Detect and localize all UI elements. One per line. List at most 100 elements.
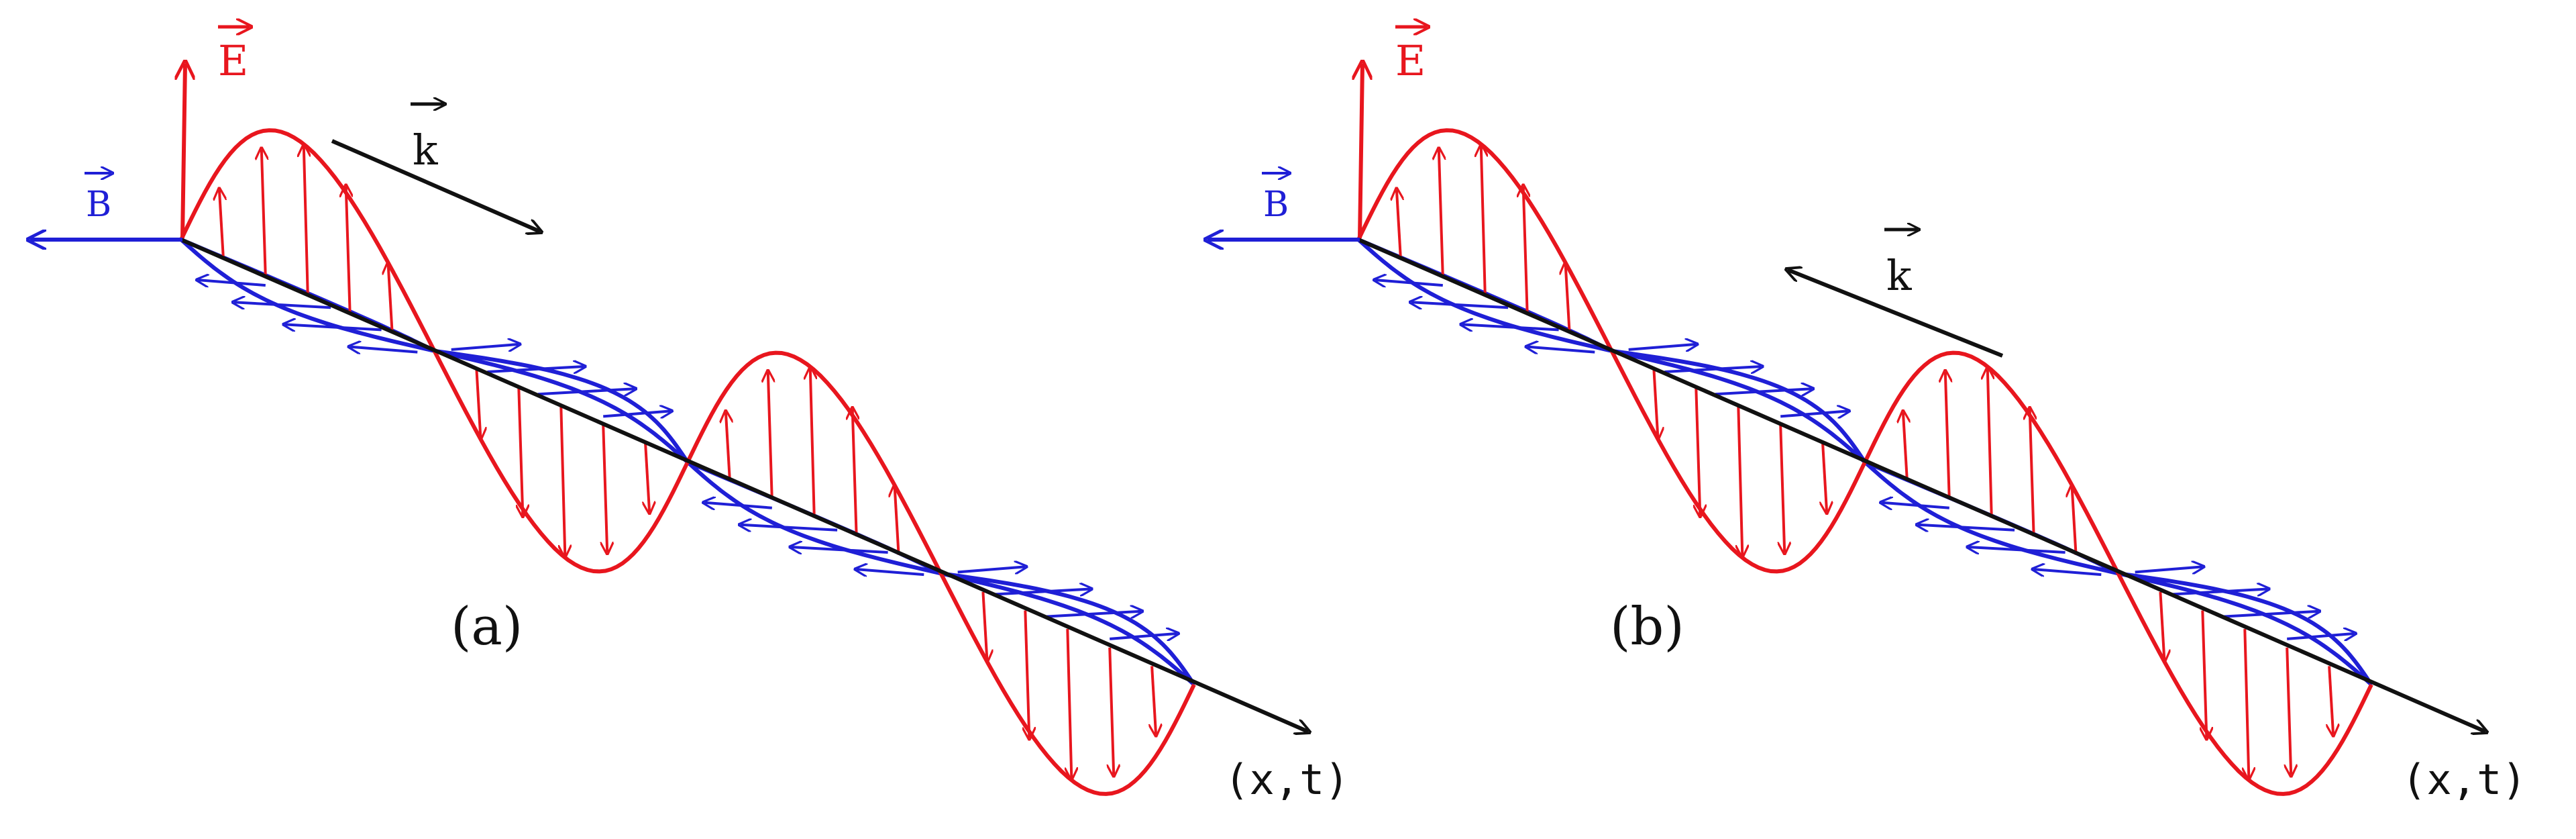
e-field-vector [1823,443,1827,512]
e-field-vector [1025,610,1029,738]
e-field-vector [1696,387,1700,515]
b-field-vector [704,503,772,508]
propagation-axis [180,238,1308,732]
b-field-vector [350,347,418,352]
b-field-vector [2171,589,2267,595]
k-label: k [1886,251,1912,300]
e-field-vector [645,443,649,512]
e-field-vector [768,372,772,499]
e-field-vector [346,187,350,314]
b-field-vector [741,525,838,530]
panel-b: E B k (b) (x,t) [1208,27,2527,804]
e-field-vector [1654,369,1658,438]
b-field-vector [994,589,1090,595]
e-field-vector [519,387,523,515]
b-field-vector [451,344,519,350]
e-label: E [218,36,248,85]
b-field-vector [2287,634,2355,639]
e-axis-arrow [1360,64,1362,239]
e-field-vector [603,425,607,552]
e-field-vector [388,264,392,333]
propagation-axis [1357,238,2485,732]
e-field-vector [2329,666,2333,734]
e-field-vector [983,591,987,660]
axis-label: (x,t) [1224,755,1350,804]
e-field-lobe [179,128,437,352]
e-field-vector [2030,409,2034,537]
e-field-vector [1738,406,1742,556]
e-field-waves [179,128,1196,796]
e-field-vector [561,406,565,556]
b-field-vector [2221,611,2318,617]
e-label: E [1395,36,1426,85]
e-field-lobe [1609,350,1867,574]
b-field-vector [537,389,635,394]
e-field-vector [2287,647,2291,775]
k-vector-arrow [331,139,540,232]
e-field-vector [1780,425,1784,552]
e-field-lobe [1863,350,2121,575]
e-field-vector [1439,149,1443,277]
b-field-vector [1411,302,1509,307]
b-label: B [86,185,111,225]
panel-a: E B k (a) (x,t) [30,27,1350,804]
e-field-lobe [686,350,943,575]
e-field-vector [1110,647,1114,775]
b-field-vector [2034,569,2102,575]
e-field-vector [1481,146,1485,295]
b-field-vector [857,569,924,575]
panel-caption: (a) [451,597,523,657]
e-field-lobe [1356,128,1614,352]
b-field-vector [487,366,584,372]
b-field-vector [198,280,266,285]
e-field-vector [1945,372,1949,499]
e-field-lobe [938,572,1196,796]
b-field-vector [1375,280,1443,285]
k-vector-arrow [1788,270,2004,358]
e-field-lobe [2116,572,2373,796]
b-field-vector [603,411,671,416]
panel-caption: (b) [1610,597,1684,657]
b-label: B [1263,185,1289,225]
e-field-vector [1903,412,1907,481]
e-field-vector [726,412,730,481]
e-field-vector [1523,187,1527,314]
e-field-vector [304,146,308,295]
b-field-vector [1110,634,1177,639]
b-field-vector [1968,547,2065,552]
b-field-vector [1780,411,1848,416]
b-field-vector [1044,611,1141,617]
b-field-vector [1628,344,1697,350]
b-field-vector [1664,366,1761,372]
b-field-vector [1882,503,1949,508]
e-field-waves [1356,128,2373,796]
e-field-vector [476,369,480,438]
e-field-vector [895,487,899,555]
e-field-vector [1152,666,1156,734]
b-field-vector [1715,389,1812,394]
b-field-vector [791,547,888,552]
e-field-vector [1566,264,1570,333]
e-field-vector [1067,629,1071,778]
b-field-vector [1462,324,1559,330]
e-field-vector [1988,368,1992,518]
e-field-lobe [432,350,690,574]
b-field-vector [1918,525,2015,530]
e-field-vector [2245,629,2249,778]
k-label: k [413,126,438,175]
e-field-vector [2072,487,2076,555]
axis-label: (x,t) [2402,755,2527,804]
b-field-vector [957,566,1026,572]
b-field-vector [2135,566,2203,572]
e-axis-arrow [182,64,185,239]
b-field-vector [234,302,331,307]
e-field-vector [2202,610,2206,738]
e-field-vector [810,368,814,518]
e-field-vector [853,409,857,537]
b-field-vector [284,324,382,330]
e-field-vector [262,149,266,277]
e-field-vector [1397,190,1401,258]
b-field-vector [1527,347,1595,352]
e-field-vector [2160,591,2164,660]
